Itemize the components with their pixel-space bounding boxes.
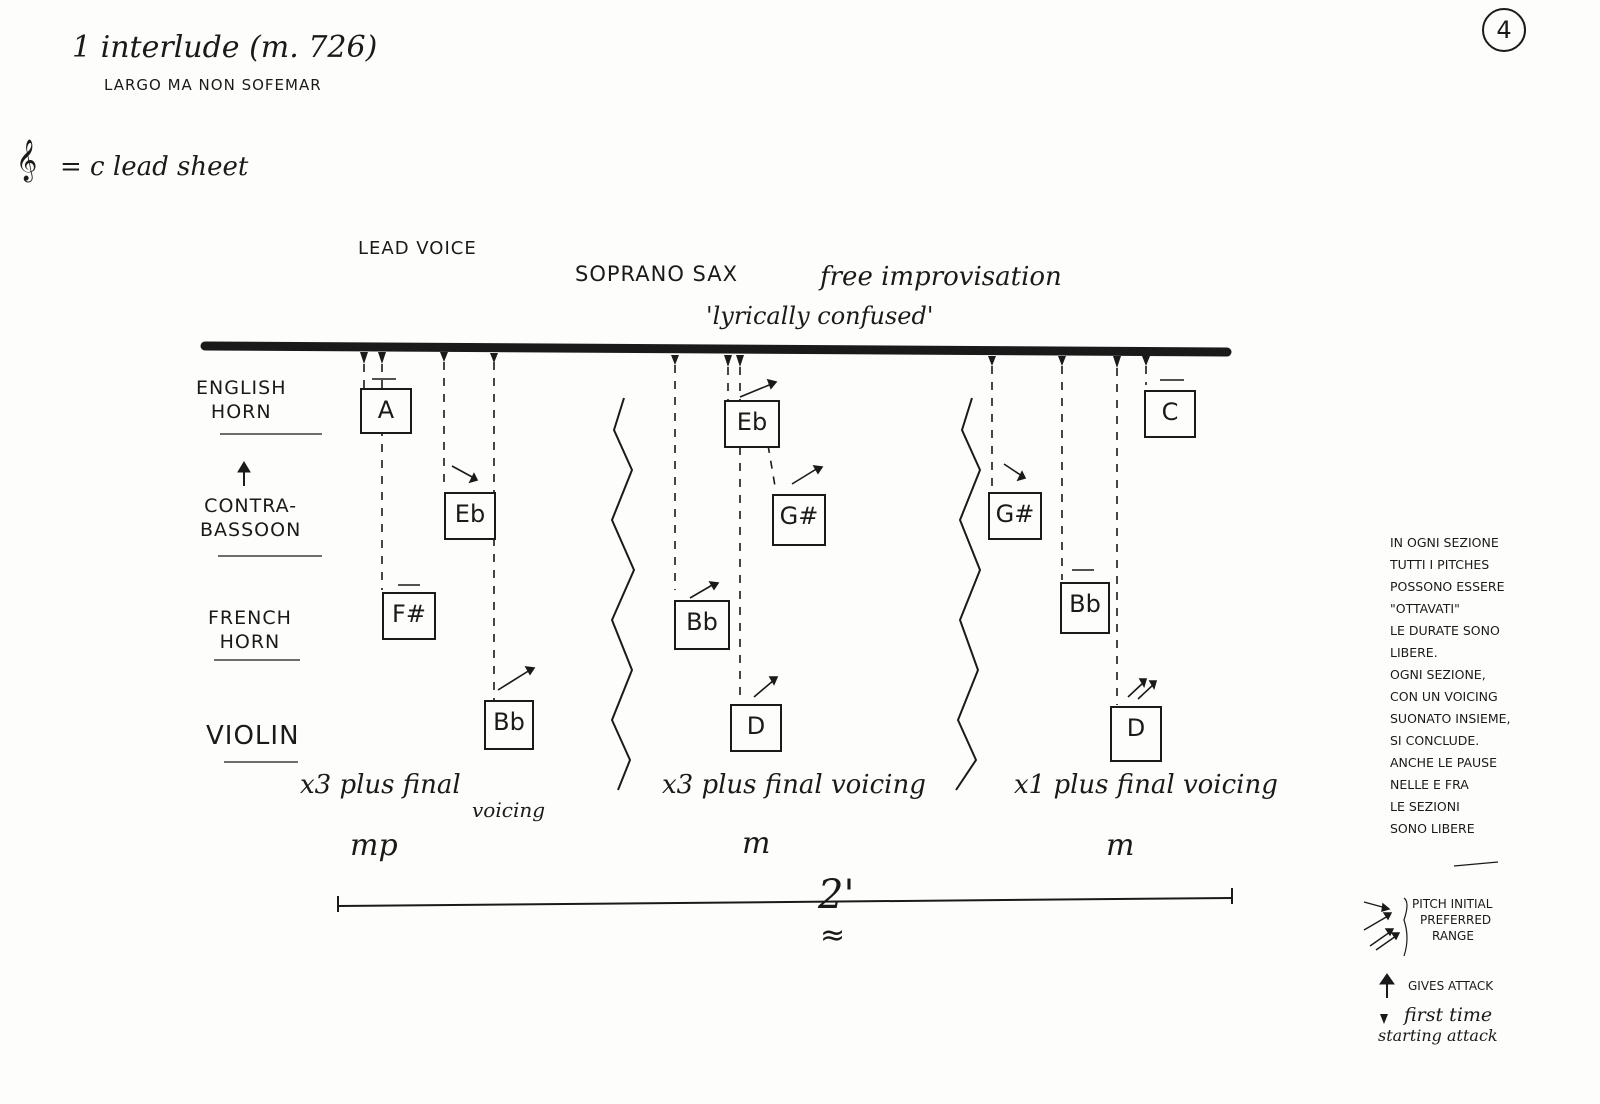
- pitch-box: Bb: [674, 600, 730, 650]
- treble-clef-icon: 𝄞: [16, 140, 38, 181]
- instrument-english-horn: ENGLISH HORN: [196, 376, 286, 424]
- attack-markers: [360, 352, 1150, 368]
- instruction-line: CON UN VOICING: [1390, 689, 1498, 704]
- legend-brace: [1403, 897, 1408, 957]
- section-1-dynamic: mp: [350, 828, 398, 863]
- pitch-box: Eb: [724, 400, 780, 448]
- legend-first-time-icon: [1380, 1014, 1388, 1024]
- total-duration: 2': [818, 872, 855, 918]
- instrument-contrabassoon: CONTRA- BASSOON: [200, 494, 301, 542]
- instrument-name: FRENCH: [208, 607, 292, 629]
- legend-attack-icon: [1379, 973, 1395, 998]
- note-overbars: [372, 378, 1184, 586]
- instruction-line: NELLE E FRA: [1390, 777, 1469, 792]
- interlude-title: 1 interlude (m. 726): [72, 30, 378, 65]
- instrument-french-horn: FRENCH HORN: [208, 606, 292, 654]
- instruction-line: SUONATO INSIEME,: [1390, 711, 1511, 726]
- duration-approx: ≈: [820, 918, 846, 953]
- instruction-line: "OTTAVATI": [1390, 601, 1460, 616]
- instrument-name: HORN: [219, 631, 281, 653]
- pitch-box: F#: [382, 592, 436, 640]
- performance-instructions: IN OGNI SEZIONE TUTTI I PITCHES POSSONO …: [1390, 532, 1570, 840]
- instrument-name: CONTRA-: [204, 495, 298, 517]
- instruction-line: POSSONO ESSERE: [1390, 579, 1505, 594]
- instrument-name: BASSOON: [200, 519, 302, 541]
- lead-line: [200, 341, 1232, 357]
- legend-first-time: first time: [1404, 1004, 1493, 1026]
- section-separator-2: [955, 397, 982, 791]
- gives-attack-arrow-icon: [237, 461, 251, 486]
- instruction-line: ANCHE LE PAUSE: [1390, 755, 1498, 770]
- section-separator-1: [610, 397, 636, 791]
- pitch-box: A: [360, 388, 412, 434]
- instruction-line: OGNI SEZIONE,: [1390, 667, 1486, 682]
- section-3-dynamic: m: [1106, 828, 1135, 863]
- instruction-line: TUTTI I PITCHES: [1390, 557, 1490, 572]
- instrument-name: ENGLISH: [196, 377, 287, 399]
- legend-first-time-2: starting attack: [1378, 1026, 1498, 1045]
- instruction-line: SONO LIBERE: [1390, 821, 1475, 836]
- section-2-dynamic: m: [742, 826, 771, 861]
- pitch-box: Eb: [444, 492, 496, 540]
- pitch-box: G#: [772, 494, 826, 546]
- pitch-box: D: [730, 704, 782, 752]
- legend-text: RANGE: [1432, 929, 1474, 943]
- section-1-performance: x3 plus final: [300, 770, 461, 800]
- section-2-performance: x3 plus final voicing: [662, 770, 926, 800]
- legend-text: PITCH INITIAL: [1412, 897, 1493, 911]
- legend-range-arrow-icon: [1363, 901, 1401, 951]
- section-1-performance-cont: voicing: [472, 798, 546, 822]
- lead-instrument: SOPRANO SAX: [575, 262, 739, 286]
- instrument-name: VIOLIN: [206, 721, 300, 751]
- pitch-box: Bb: [1060, 582, 1110, 634]
- instruction-line: LE DURATE SONO: [1390, 623, 1500, 638]
- instruction-line: LIBERE.: [1390, 645, 1438, 660]
- legend-text: PREFERRED: [1420, 913, 1492, 927]
- pitch-box: G#: [988, 492, 1042, 540]
- range-arrows: [451, 378, 1158, 700]
- legend-pitch-range: PITCH INITIAL PREFERRED RANGE: [1412, 896, 1492, 944]
- legend-attack: GIVES ATTACK: [1408, 979, 1494, 993]
- pitch-box: C: [1144, 390, 1196, 438]
- instruction-line: LE SEZIONI: [1390, 799, 1460, 814]
- instrument-violin: VIOLIN: [206, 721, 300, 751]
- instruction-line: IN OGNI SEZIONE: [1390, 535, 1499, 550]
- pitch-box: D: [1110, 706, 1162, 762]
- lead-instruction: free improvisation: [820, 262, 1062, 292]
- instrument-name: HORN: [210, 401, 272, 423]
- duration-bracket: [337, 888, 1233, 912]
- tempo-marking: LARGO MA NON SOFEMAR: [104, 76, 322, 94]
- section-3-performance: x1 plus final voicing: [1014, 770, 1278, 800]
- pitch-box: Bb: [484, 700, 534, 750]
- lead-voice-label: LEAD VOICE: [358, 238, 477, 259]
- clef-note: = c lead sheet: [60, 152, 249, 182]
- lead-character: 'lyrically confused': [706, 302, 934, 330]
- instrument-underlines: [214, 433, 322, 763]
- instruction-line: SI CONCLUDE.: [1390, 733, 1480, 748]
- page-number: 4: [1482, 8, 1526, 52]
